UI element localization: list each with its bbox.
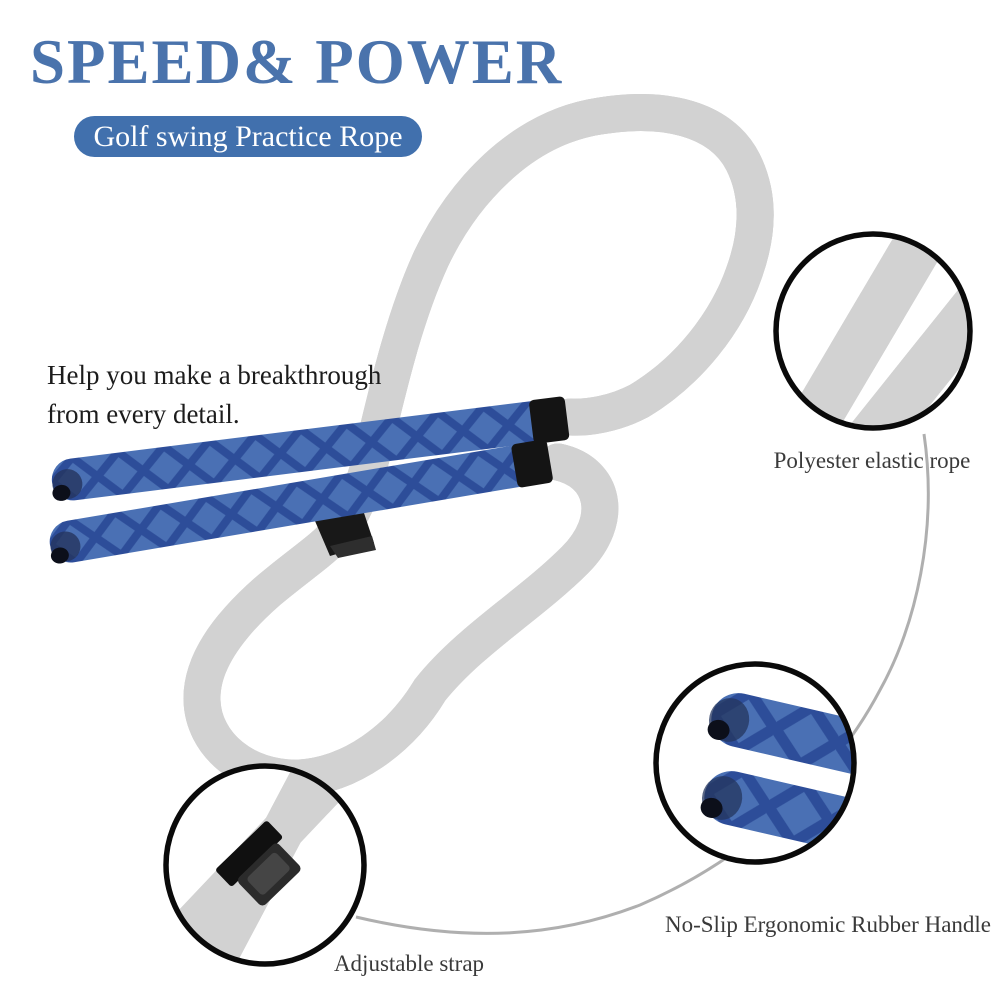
product-badge: Golf swing Practice Rope	[74, 116, 422, 157]
callout-handle-label: No-Slip Ergonomic Rubber Handle	[665, 912, 991, 937]
tagline: Help you make a breakthrough from every …	[47, 356, 381, 434]
tagline-line1: Help you make a breakthrough	[47, 360, 382, 390]
callout-rope-label: Polyester elastic rope	[773, 448, 971, 473]
callout-handle-circle	[653, 661, 857, 865]
page-title: SPEED& POWER	[30, 27, 564, 97]
handle-top	[51, 396, 570, 501]
tagline-line2: from every detail.	[47, 399, 240, 429]
handle-bottom	[49, 439, 553, 564]
callout-strap-label: Adjustable strap	[333, 951, 485, 976]
callout-rope-circle	[773, 231, 973, 431]
callout-strap-circle	[163, 763, 367, 967]
